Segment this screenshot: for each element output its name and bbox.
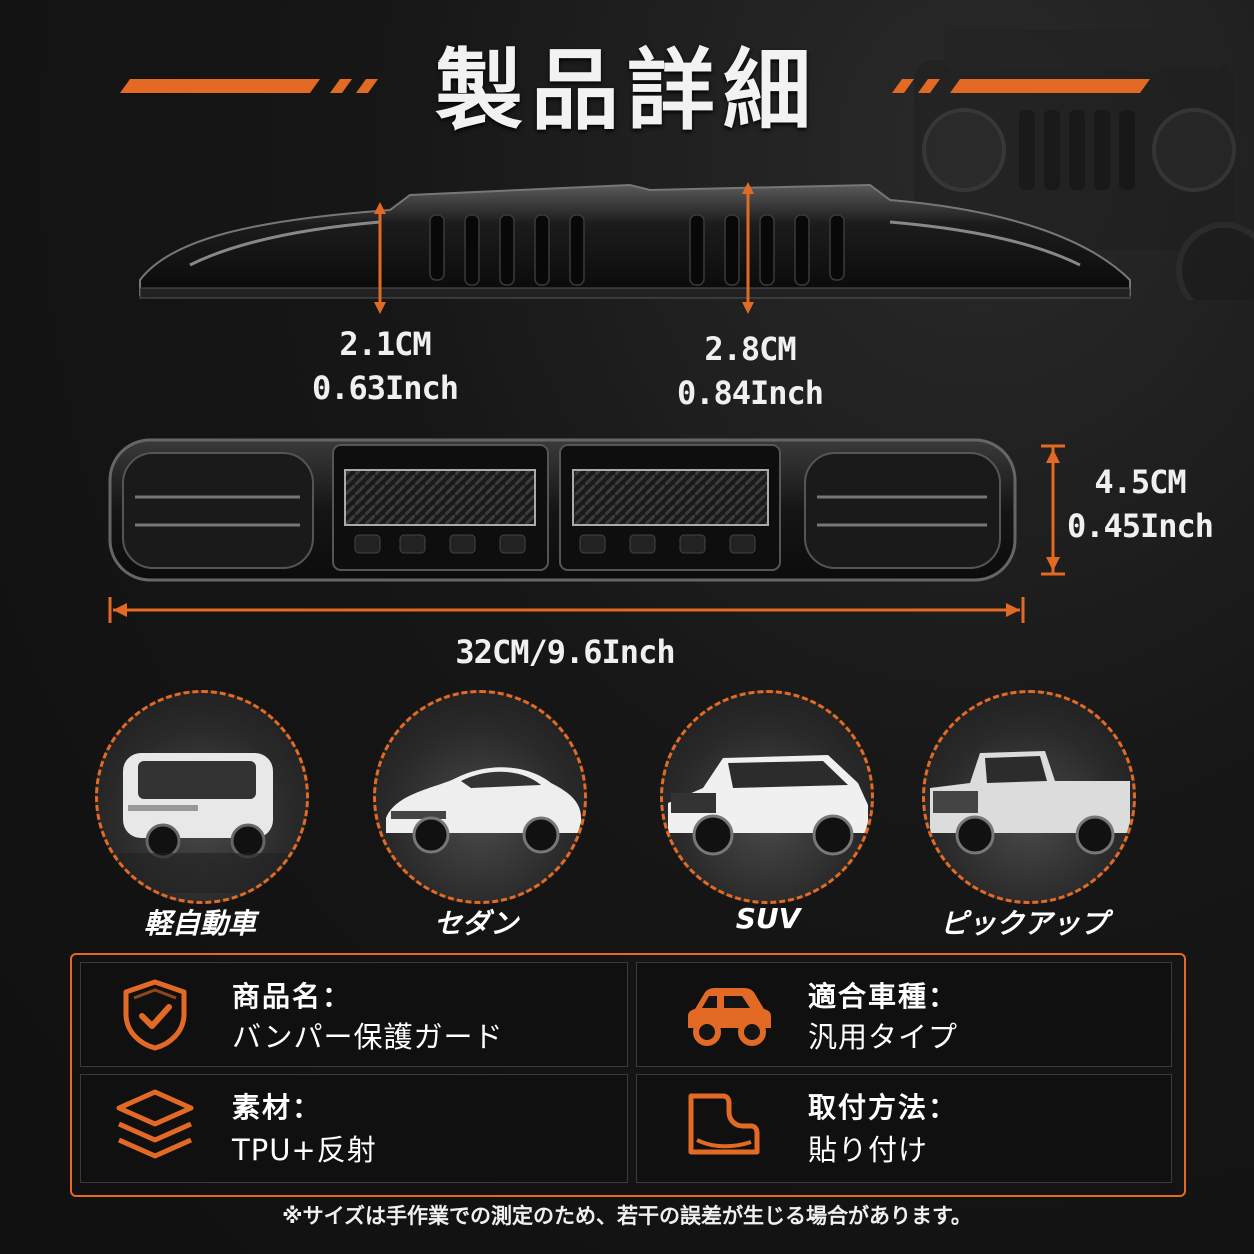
spec-cell-material — [80, 1074, 628, 1183]
car-type-pickup-image — [922, 690, 1136, 904]
car-type-sedan-image — [373, 690, 587, 904]
car-type-label-sedan: セダン — [433, 907, 518, 940]
title-decoration-left — [120, 79, 378, 93]
dimension-left-height: 2.1CM 0.63Inch — [300, 322, 470, 410]
product-side-view — [139, 182, 1131, 314]
width-arrow — [1041, 444, 1065, 576]
page-title: 製品詳細 — [434, 39, 819, 142]
product-top-view — [108, 438, 1025, 623]
car-type-label-pickup: ピックアップ — [939, 907, 1108, 940]
spec-name-label: 商品名： — [232, 980, 353, 1013]
spec-fit-value: 汎用タイプ — [808, 1020, 959, 1054]
dimension-left-cm: 2.1CM — [339, 325, 431, 363]
car-type-label-suv: SUV — [735, 902, 801, 935]
background-jeep-image — [914, 30, 1254, 300]
spec-table — [70, 953, 1186, 1197]
bumper-corner-icon — [688, 1093, 760, 1155]
car-type-label-kei: 軽自動車 — [143, 907, 256, 940]
measurement-note: ※サイズは手作業での測定のため、若干の誤差が生じる場合があります。 — [282, 1204, 972, 1228]
dimension-width: 4.5CM 0.45Inch — [1060, 460, 1220, 548]
dimension-center-height: 2.8CM 0.84Inch — [665, 327, 835, 415]
dimension-length: 32CM/9.6Inch — [400, 630, 730, 674]
dimension-width-inch: 0.45Inch — [1066, 507, 1214, 545]
title-decoration-right — [892, 79, 1150, 93]
car-type-suv-image — [660, 690, 874, 904]
dimension-width-cm: 4.5CM — [1094, 463, 1186, 501]
spec-material-label: 素材： — [232, 1091, 323, 1124]
spec-install-value: 貼り付け — [808, 1133, 929, 1167]
spec-material-value: TPU+反射 — [232, 1133, 377, 1167]
dimension-length-value: 32CM/9.6Inch — [455, 633, 675, 671]
dimension-center-cm: 2.8CM — [704, 330, 796, 368]
spec-cell-name — [80, 962, 628, 1067]
dimension-left-inch: 0.63Inch — [311, 369, 459, 407]
car-icon — [688, 988, 771, 1046]
layers-icon — [116, 1089, 194, 1159]
car-type-kei-image — [95, 690, 309, 904]
spec-name-value: バンパー保護ガード — [232, 1020, 504, 1054]
shield-check-icon — [123, 979, 187, 1051]
spec-install-label: 取付方法： — [808, 1091, 959, 1124]
spec-fit-label: 適合車種： — [808, 980, 959, 1013]
dimension-center-inch: 0.84Inch — [676, 374, 824, 412]
spec-cell-install — [636, 1074, 1172, 1183]
